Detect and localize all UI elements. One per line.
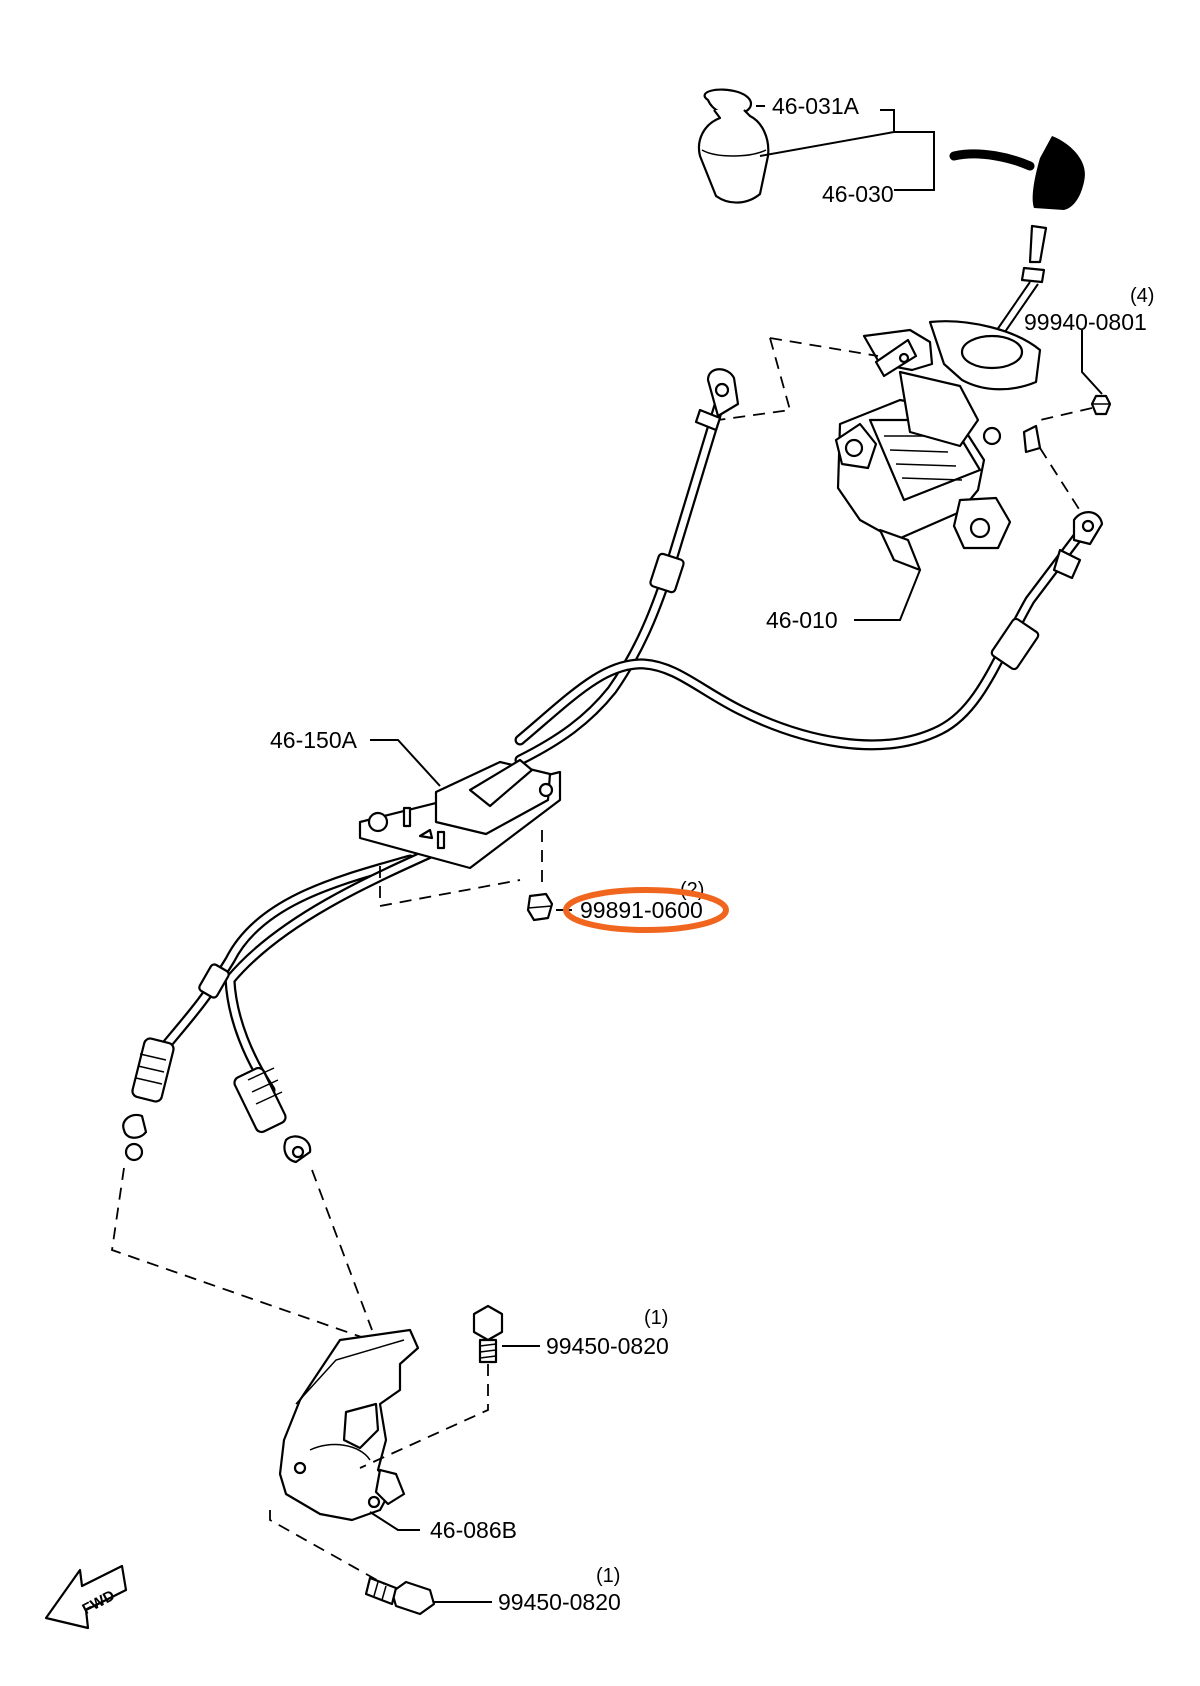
bolt-lower-99450-0820-drawing [269, 1510, 436, 1616]
label-46-030: 46-030 [822, 181, 894, 207]
dashed-guide-plate-nut [379, 830, 543, 907]
shift-cable-drawing [144, 396, 1092, 1096]
leader-46-150A [370, 739, 441, 787]
leader-46-086B [369, 1511, 420, 1531]
leader-46-031A [756, 105, 935, 191]
cable-end-lower-left [122, 1037, 175, 1162]
nut-99940-0801-drawing [1090, 394, 1112, 416]
shift-knob-black [949, 136, 1086, 210]
label-46-086B: 46-086B [430, 1517, 517, 1543]
cable-end-upper-right [990, 511, 1104, 671]
dashed-guide-cable-ends-bracket [111, 1167, 373, 1347]
qty-99940-0801: (4) [1130, 285, 1154, 307]
dashed-guide-lever-pin [717, 337, 879, 421]
bracket-46-086B-drawing [278, 1328, 420, 1522]
bolt-upper-99450-0820-drawing [359, 1304, 504, 1469]
cable-clamp-left [198, 963, 230, 999]
leader-99940-0801 [1081, 330, 1103, 395]
qty-bolt-upper: (1) [644, 1307, 668, 1329]
label-bolt-upper: 99450-0820 [546, 1333, 669, 1359]
label-99891-0600: 99891-0600 [580, 897, 703, 923]
dashed-guide-lever-right [1039, 447, 1087, 521]
highlight-ring-99891-0600 [563, 887, 729, 933]
cable-assembly-plate-drawing [358, 758, 562, 870]
label-46-010: 46-010 [766, 607, 838, 633]
dashed-guide-nut-top [1039, 407, 1093, 421]
label-bolt-lower: 99450-0820 [498, 1589, 621, 1615]
forward-direction-arrow: FWD [44, 1564, 128, 1630]
nut-99891-0600-drawing [526, 892, 554, 922]
label-46-150A: 46-150A [270, 727, 358, 753]
leader-46-010 [854, 569, 921, 621]
cable-end-upper-left [649, 368, 740, 594]
label-46-031A: 46-031A [772, 93, 860, 119]
shift-knob-drawing [697, 88, 770, 204]
qty-bolt-lower: (1) [596, 1565, 620, 1587]
label-99940-0801: 99940-0801 [1024, 309, 1147, 335]
shift-lever-assembly-drawing [834, 224, 1048, 572]
cable-end-lower-right [233, 1066, 312, 1164]
